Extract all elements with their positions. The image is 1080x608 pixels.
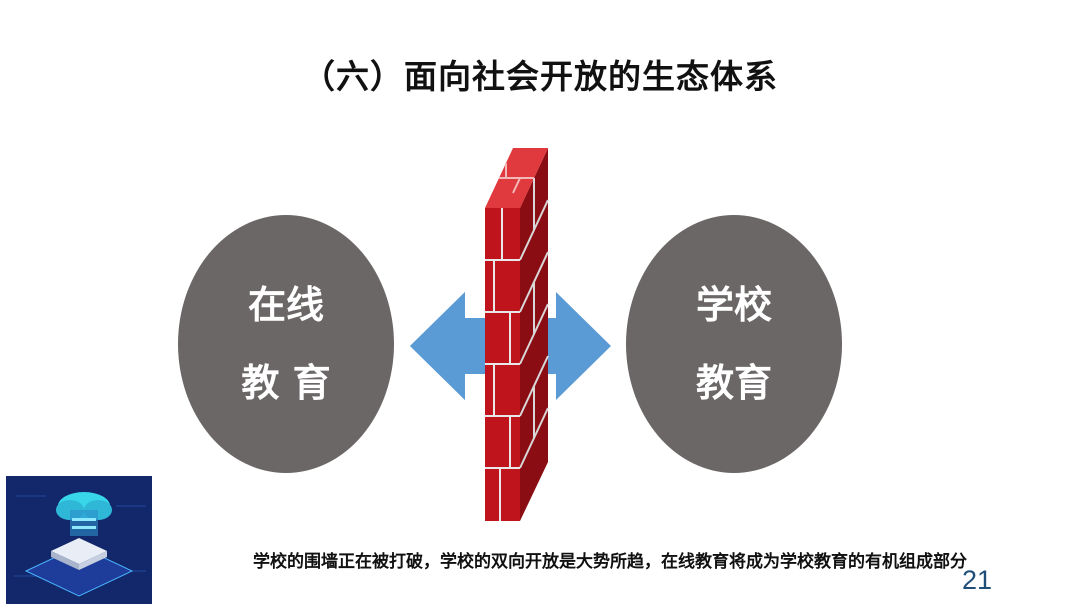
online-education-circle: 在线 教 育 [178,215,394,473]
school-education-circle: 学校 教育 [626,215,842,473]
slide-title: （六）面向社会开放的生态体系 [302,57,778,96]
brick-wall-mortar [485,163,549,521]
cloud-book-illustration [6,476,152,604]
brick-wall-icon [485,148,549,521]
online-education-label-line2: 教 育 [241,361,331,405]
online-education-label-line1: 在线 [247,283,324,327]
school-education-label-line2: 教育 [695,361,772,405]
school-education-label-line1: 学校 [695,283,772,327]
page-number: 21 [962,565,993,595]
double-arrow-front-overlay [410,292,485,400]
slide-caption: 学校的围墙正在被打破，学校的双向开放是大势所趋，在线教育将成为学校教育的有机组成… [253,552,967,572]
